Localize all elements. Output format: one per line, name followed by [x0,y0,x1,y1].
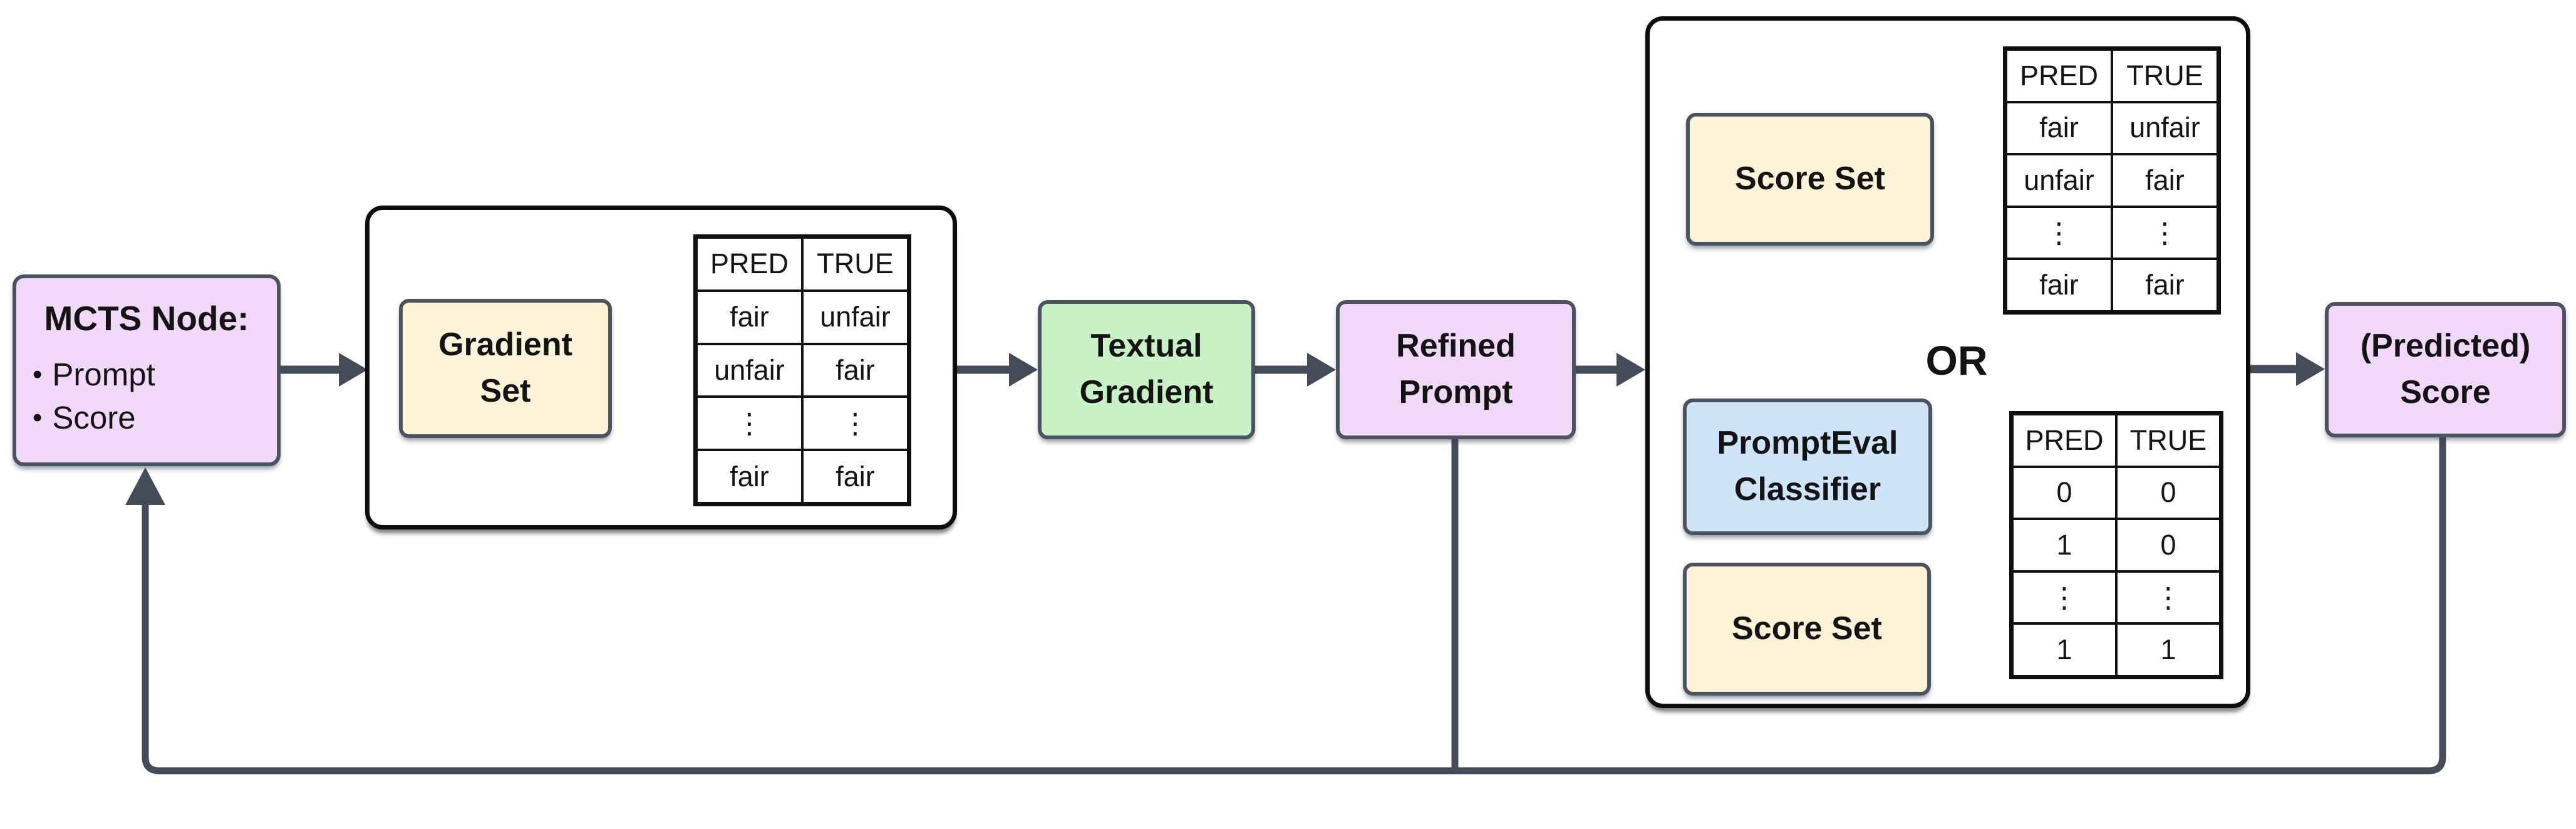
table-cell: ⋮ [2116,571,2220,624]
mcts-node-title: MCTS Node: [44,299,249,338]
table-header-cell: PRED [2006,50,2112,102]
gradient-table: PRED TRUE fair unfair unfair fair ⋮ ⋮ fa… [693,234,911,506]
table-cell: fair [802,343,908,397]
prompteval-classifier-box: PromptEval Classifier [1683,399,1932,535]
prompteval-label-line1: PromptEval [1717,425,1898,462]
refined-prompt-box: Refined Prompt [1336,300,1576,439]
table-header-cell: PRED [2012,414,2116,467]
or-label: OR [1925,337,1988,383]
feedback-loop-line [125,437,2446,774]
table-cell: 1 [2116,623,2220,676]
prompteval-label-line2: Classifier [1734,471,1881,508]
arrow-refined-prompt-to-score-group [1576,353,1645,387]
predicted-score-label-line1: (Predicted) [2360,328,2531,365]
table-cell: 1 [2012,519,2116,571]
table-header-cell: TRUE [2116,414,2220,467]
table-cell: ⋮ [2006,206,2112,259]
table-cell: unfair [802,290,908,344]
refined-prompt-label-line1: Refined [1396,328,1516,365]
textual-gradient-label-line2: Gradient [1079,374,1214,410]
table-cell: 0 [2116,519,2220,571]
bullet-icon: • [33,358,43,390]
score-set-bottom-box: Score Set [1683,563,1931,696]
table-cell: fair [696,450,802,503]
score-set-bottom-label: Score Set [1732,610,1882,647]
table-header-cell: TRUE [2112,50,2218,102]
table-cell: fair [802,450,908,503]
table-cell: ⋮ [802,397,908,451]
table-cell: unfair [696,343,802,397]
gradient-set-box: Gradient Set [399,299,612,438]
table-cell: 1 [2012,623,2116,676]
table-cell: 0 [2012,466,2116,519]
predicted-score-box: (Predicted) Score [2325,302,2566,437]
table-cell: unfair [2006,154,2112,207]
mcts-bullet-score-label: Score [52,400,136,435]
mcts-bullet-prompt-label: Prompt [52,357,155,392]
table-cell: fair [2112,259,2218,311]
table-cell: fair [2112,154,2218,207]
predicted-score-label-line2: Score [2400,374,2491,410]
refined-prompt-label-line2: Prompt [1399,374,1513,410]
score-table-fair: PRED TRUE fair unfair unfair fair ⋮ ⋮ fa… [2003,46,2221,315]
feedback-arrowhead [125,467,165,505]
arrow-gradient-group-to-textual-gradient [957,353,1038,387]
table-cell: ⋮ [2012,571,2116,624]
table-cell: ⋮ [696,397,802,451]
table-header-cell: PRED [696,237,802,291]
table-cell: 0 [2116,466,2220,519]
score-set-top-label: Score Set [1735,160,1885,197]
table-cell: fair [2006,259,2112,311]
score-set-top-box: Score Set [1686,113,1934,246]
gradient-set-label-line1: Gradient [438,326,572,363]
textual-gradient-label-line1: Textual [1090,328,1203,365]
gradient-set-label-line2: Set [480,373,531,409]
score-table-binary: PRED TRUE 0 0 1 0 ⋮ ⋮ 1 1 [2009,411,2223,679]
mcts-bullet-prompt: • Prompt [33,356,277,393]
arrow-score-group-to-predicted-score [2250,352,2325,386]
arrow-mcts-to-gradient-group [281,353,368,387]
table-cell: fair [2006,102,2112,155]
arrow-textual-gradient-to-refined-prompt [1255,353,1336,387]
textual-gradient-box: Textual Gradient [1038,300,1255,439]
mcts-bullet-score: • Score [33,399,277,436]
table-cell: unfair [2112,102,2218,155]
table-cell: ⋮ [2112,206,2218,259]
table-header-cell: TRUE [802,237,908,291]
table-cell: fair [696,290,802,344]
bullet-icon: • [33,402,43,433]
mcts-node-bullet-list: • Prompt • Score [16,350,277,442]
mcts-node-box: MCTS Node: • Prompt • Score [13,274,281,466]
